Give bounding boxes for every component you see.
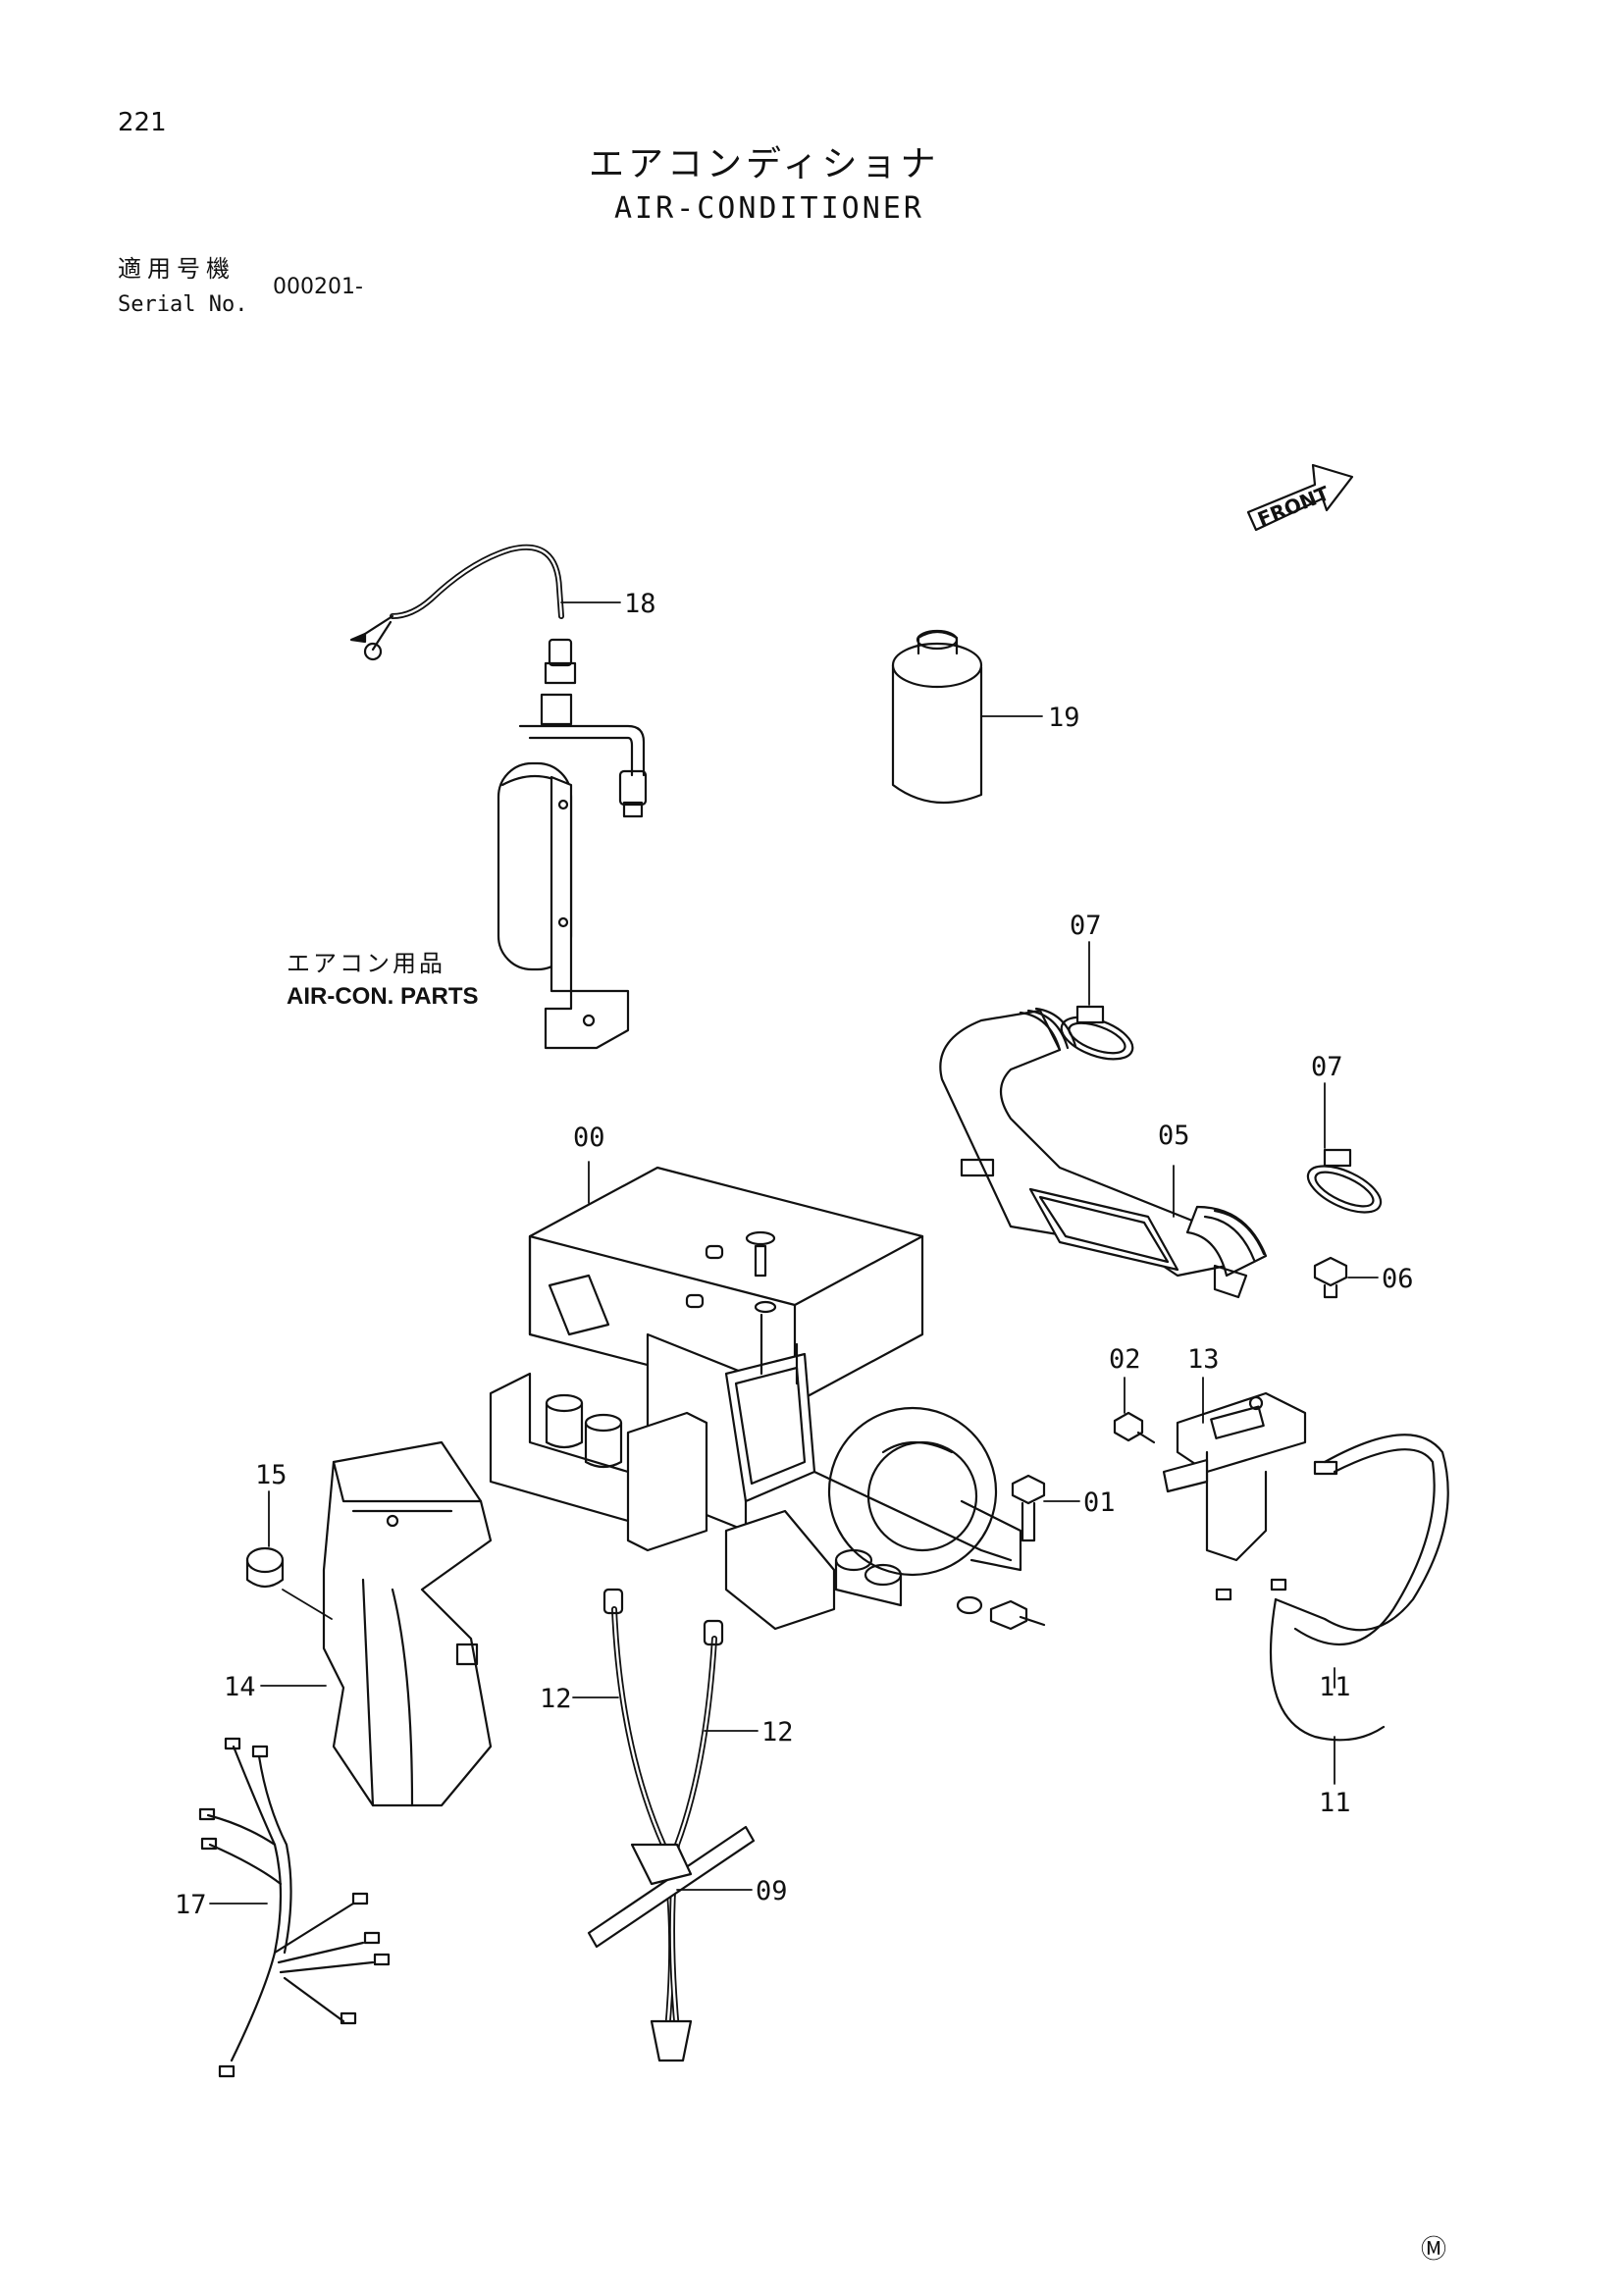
- part-01-bolt: [989, 1474, 1046, 1631]
- callout-05: 05: [1158, 1121, 1190, 1151]
- callout-14: 14: [224, 1672, 256, 1702]
- callout-07-right: 07: [1311, 1052, 1343, 1082]
- part-05-air-duct: [939, 1007, 1268, 1299]
- front-arrow-label: FRONT: [1254, 481, 1333, 531]
- callout-12-left: 12: [540, 1684, 572, 1714]
- callout-11-inner: 11: [1319, 1672, 1351, 1702]
- front-arrow: FRONT: [1246, 463, 1354, 531]
- part-12-hoses: [587, 1588, 756, 2062]
- callout-12-right: 12: [761, 1717, 794, 1748]
- callout-06: 06: [1382, 1264, 1414, 1294]
- callout-15: 15: [255, 1460, 288, 1490]
- aircon-parts-note-english: AIR-CON. PARTS: [287, 983, 479, 1010]
- part-07-clamp-right: [1306, 1148, 1383, 1214]
- serial-number-value: 000201-: [273, 275, 363, 299]
- callout-00: 00: [573, 1122, 605, 1153]
- leader-lines: [209, 601, 1379, 1905]
- part-00-heater-unit: [489, 1166, 1022, 1631]
- callout-09: 09: [756, 1876, 788, 1906]
- page-number: 221: [118, 108, 167, 137]
- part-07-clamp-upper: [1060, 1005, 1134, 1061]
- callout-19: 19: [1048, 703, 1080, 733]
- part-14-duct: [322, 1440, 493, 1807]
- part-02-screw: [1113, 1411, 1156, 1444]
- callout-17: 17: [175, 1890, 207, 1920]
- part-06-bolt: [1313, 1256, 1348, 1299]
- part-19-cover: [891, 629, 983, 805]
- callout-02: 02: [1109, 1344, 1141, 1375]
- part-11-harness: [1215, 1434, 1449, 1742]
- callout-13: 13: [1187, 1344, 1220, 1375]
- serial-label-japanese: 適用号機: [118, 255, 236, 283]
- part-17-harness: [198, 1737, 391, 2078]
- corner-mark: Ⓜ: [1421, 2235, 1447, 2265]
- title-english: AIR-CONDITIONER: [614, 191, 924, 226]
- part-15-grommet: [245, 1546, 285, 1589]
- callout-11-outer: 11: [1319, 1788, 1351, 1818]
- callout-07-upper: 07: [1070, 911, 1102, 941]
- receiver-drier: [497, 693, 648, 1050]
- callout-01: 01: [1083, 1487, 1116, 1518]
- part-13-switch: [1162, 1391, 1307, 1562]
- part-18-sensor-cable: [349, 544, 577, 685]
- serial-label-english: Serial No.: [118, 292, 248, 317]
- title-japanese: エアコンディショナ: [589, 144, 940, 184]
- callout-18: 18: [624, 589, 656, 619]
- aircon-parts-note-japanese: エアコン用品: [287, 950, 445, 977]
